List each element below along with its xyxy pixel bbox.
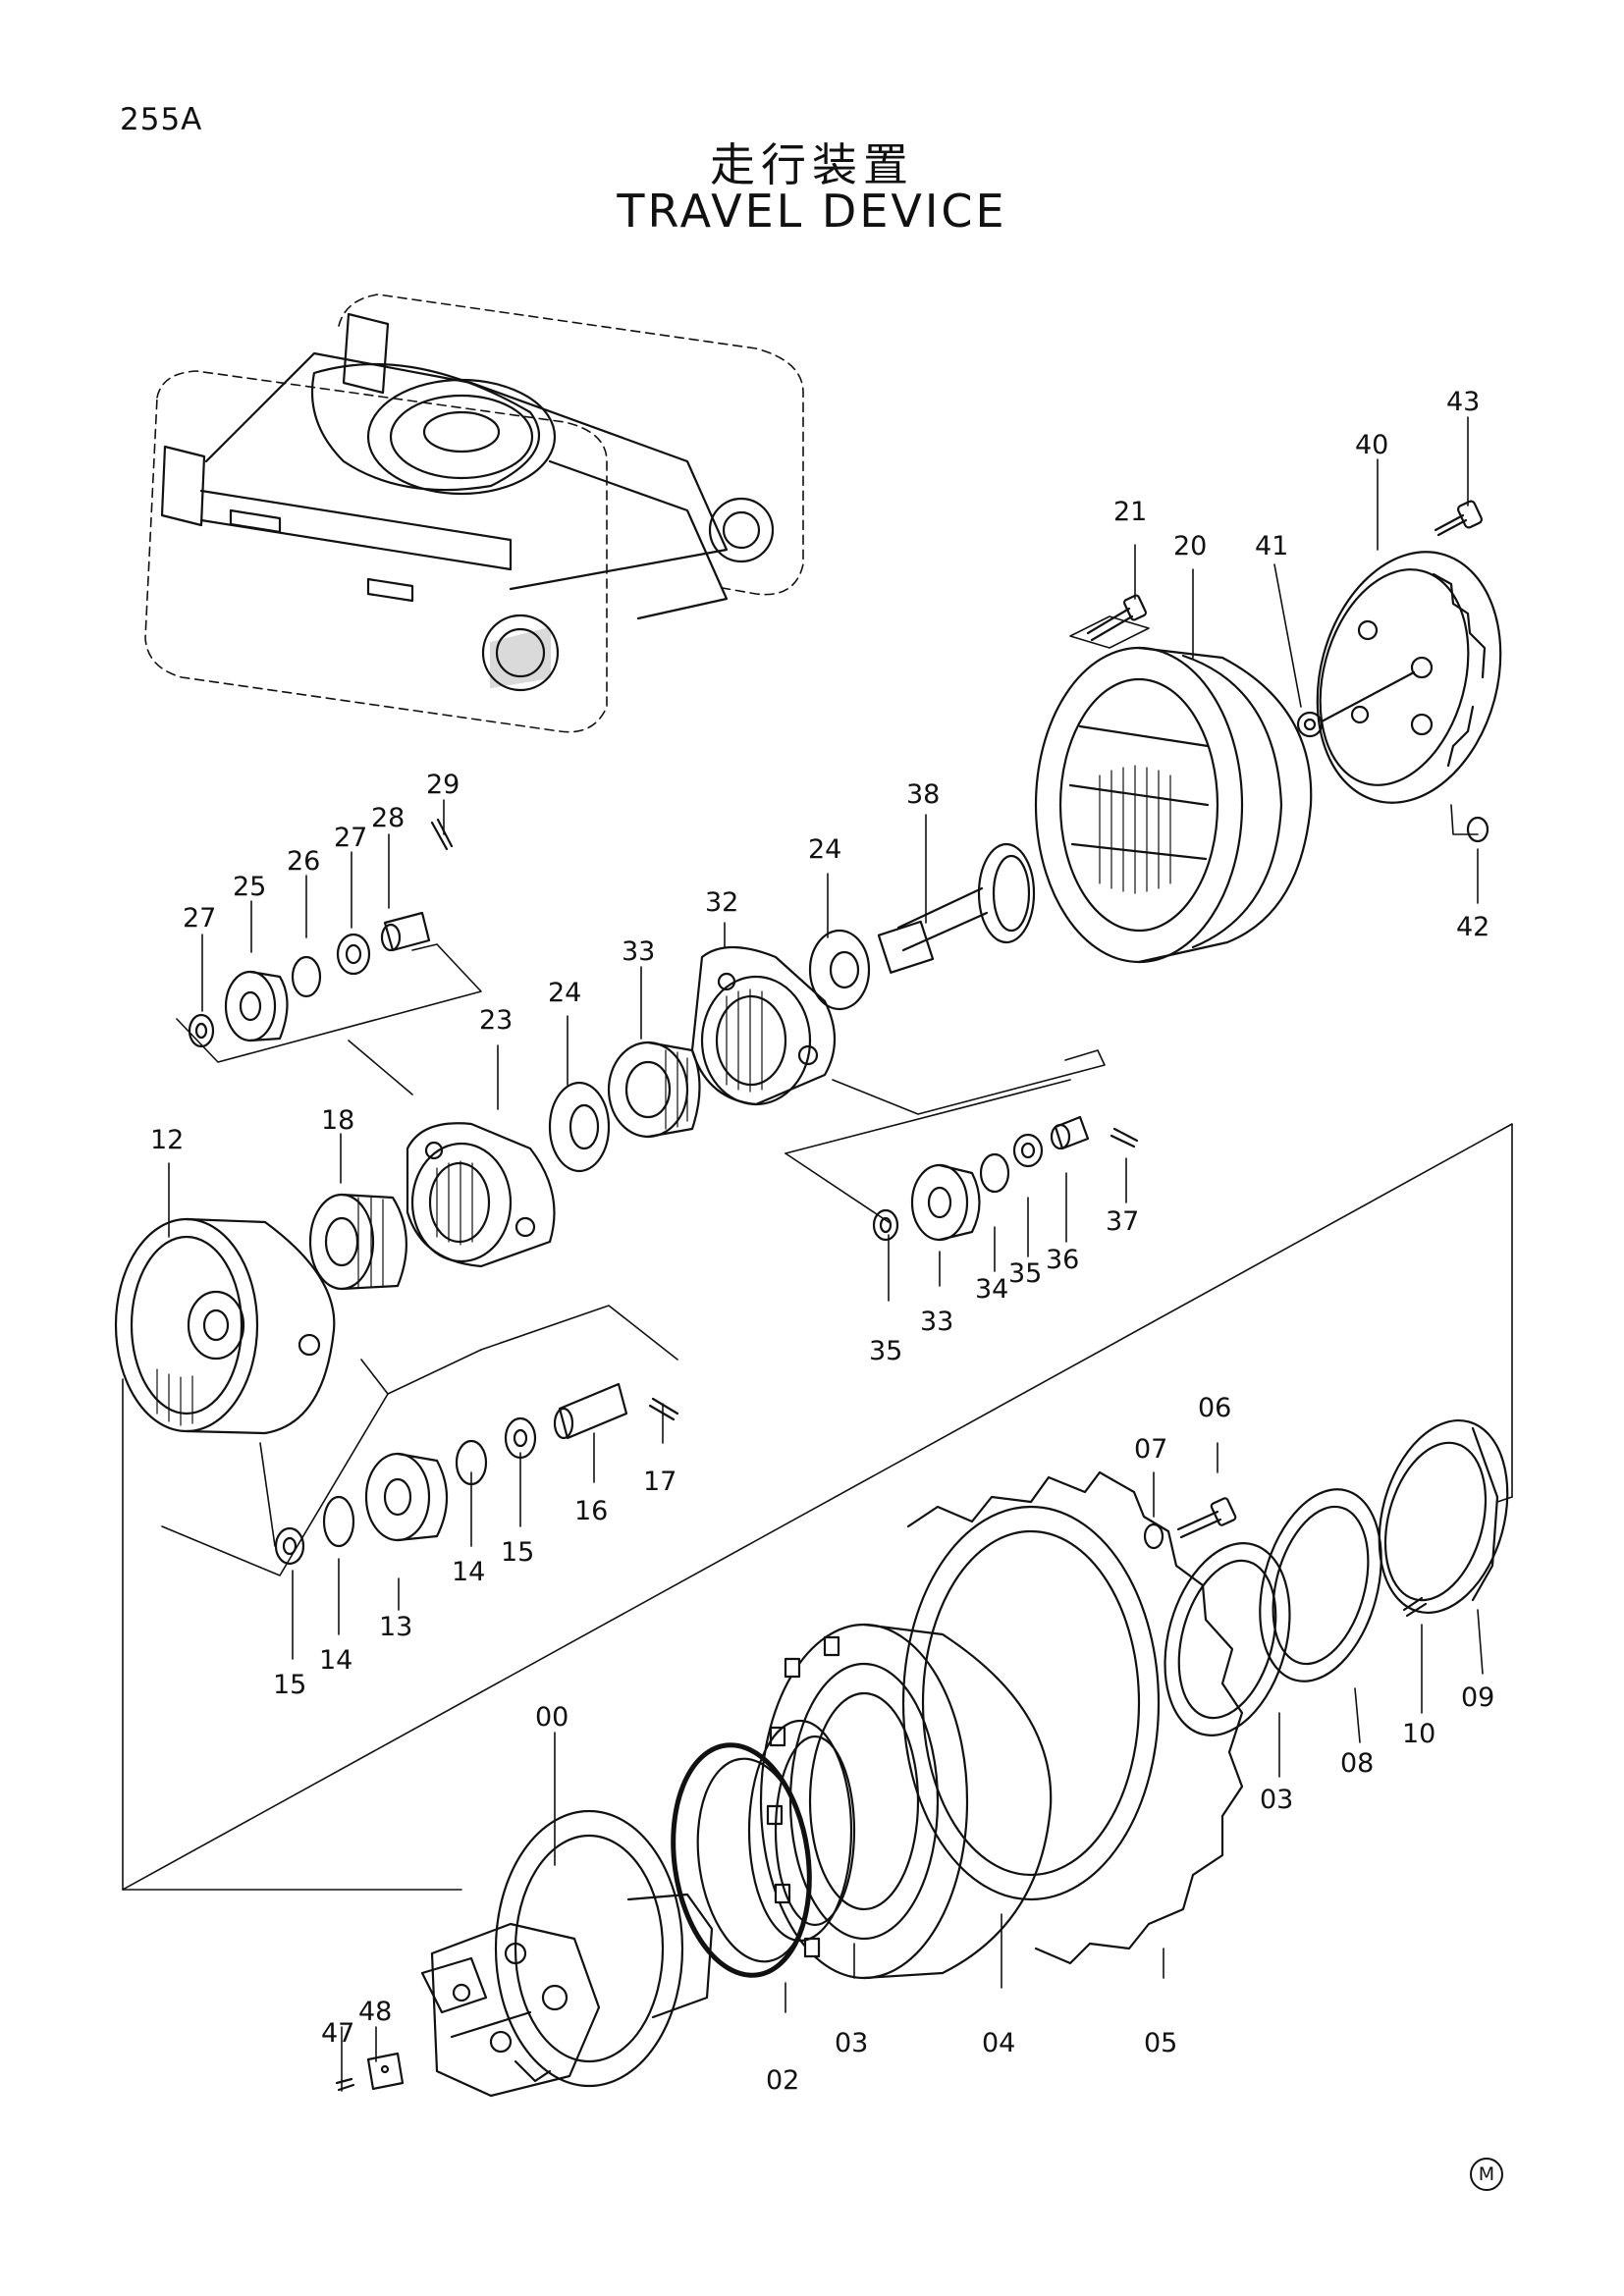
gear-30 [607, 1041, 701, 1139]
undercarriage-frame-illustration [144, 294, 804, 733]
small-parts-upper [188, 818, 454, 1048]
bolt-42 [1434, 500, 1484, 537]
callout-27-b: 27 [183, 903, 216, 934]
callout-24-mid: 24 [548, 978, 581, 1008]
ring-gear-20 [1034, 646, 1313, 964]
callout-23: 23 [479, 1005, 513, 1036]
carrier-32 [690, 945, 837, 1106]
callout-37: 37 [1106, 1206, 1139, 1237]
callout-32: 32 [705, 887, 738, 918]
nut-41 [1296, 670, 1416, 738]
callout-09: 09 [1461, 1682, 1494, 1713]
callout-17: 17 [643, 1467, 677, 1497]
callout-41: 41 [1255, 531, 1288, 561]
callout-28: 28 [371, 803, 405, 833]
callout-21: 21 [1113, 497, 1147, 527]
travel-motor-00 [420, 1809, 714, 2098]
callout-02: 02 [766, 2065, 799, 2096]
cover-40 [1316, 551, 1502, 804]
sprocket-05 [901, 1470, 1244, 1965]
callout-16: 16 [574, 1496, 608, 1526]
callout-34: 34 [975, 1274, 1008, 1305]
callout-27-a: 27 [334, 823, 367, 853]
callout-26: 26 [287, 846, 320, 877]
callout-43: 42 [1456, 912, 1489, 942]
title-japanese: 走行装置 [710, 138, 914, 191]
callout-03-right: 03 [1260, 1785, 1293, 1815]
callout-33: 33 [920, 1307, 953, 1337]
callout-42: 43 [1446, 387, 1480, 417]
bolt-06-washer-07 [1143, 1497, 1237, 1550]
bearing-03-lower [747, 1719, 856, 1943]
carrier-drum-12 [114, 1217, 336, 1435]
component-parts [114, 500, 1509, 2098]
bolt-47-plate-48 [335, 2052, 405, 2092]
callout-47: 47 [321, 2018, 354, 2049]
callout-15-a: 15 [501, 1537, 534, 1568]
callout-35-a: 35 [1008, 1258, 1042, 1289]
callout-08: 08 [1340, 1748, 1374, 1779]
callout-35-b: 35 [869, 1336, 902, 1366]
callout-24-top: 24 [808, 834, 841, 865]
callout-04: 04 [982, 2028, 1015, 2058]
callout-25: 25 [233, 872, 266, 902]
callout-07: 07 [1134, 1434, 1167, 1465]
callout-48: 48 [358, 1997, 392, 2027]
washer-24-top [808, 929, 871, 1011]
sun-gear-18 [308, 1193, 407, 1291]
page-id: 255A [120, 102, 203, 137]
callout-20: 20 [1173, 531, 1207, 561]
ring-parts-right [1164, 1418, 1509, 1736]
bolt-21 [1086, 594, 1148, 642]
m-mark-symbol: M [1470, 2158, 1503, 2191]
callout-14-b: 14 [319, 1645, 352, 1676]
callout-30: 33 [622, 936, 655, 967]
hub-04 [759, 1623, 1053, 1980]
leader-lines [122, 416, 1513, 2092]
callout-10: 10 [1402, 1719, 1435, 1749]
callout-15-b: 15 [273, 1670, 306, 1700]
callout-06: 06 [1198, 1393, 1231, 1423]
callout-03-bottom: 03 [835, 2028, 868, 2058]
carrier-23 [406, 1122, 556, 1268]
callout-38: 38 [906, 779, 940, 810]
callout-29: 29 [426, 770, 460, 800]
small-parts-middle [872, 1115, 1139, 1242]
callout-36: 36 [1046, 1245, 1079, 1275]
callout-00: 00 [535, 1702, 568, 1733]
washer-24-mid [548, 1081, 611, 1173]
callout-12: 12 [150, 1125, 184, 1155]
o-ring-02 [671, 1742, 812, 1978]
plug-43 [1466, 816, 1489, 843]
small-parts-lower [274, 1382, 679, 1566]
callout-14-a: 14 [452, 1557, 485, 1587]
callout-05: 05 [1144, 2028, 1177, 2058]
callout-18: 18 [321, 1105, 354, 1136]
callout-labels: 43 40 21 20 41 42 38 24 32 29 28 27 26 2… [150, 387, 1494, 2096]
callout-13: 13 [379, 1612, 412, 1642]
shaft-38 [877, 842, 1036, 974]
title-english: TRAVEL DEVICE [617, 185, 1007, 238]
callout-40: 40 [1355, 430, 1388, 460]
